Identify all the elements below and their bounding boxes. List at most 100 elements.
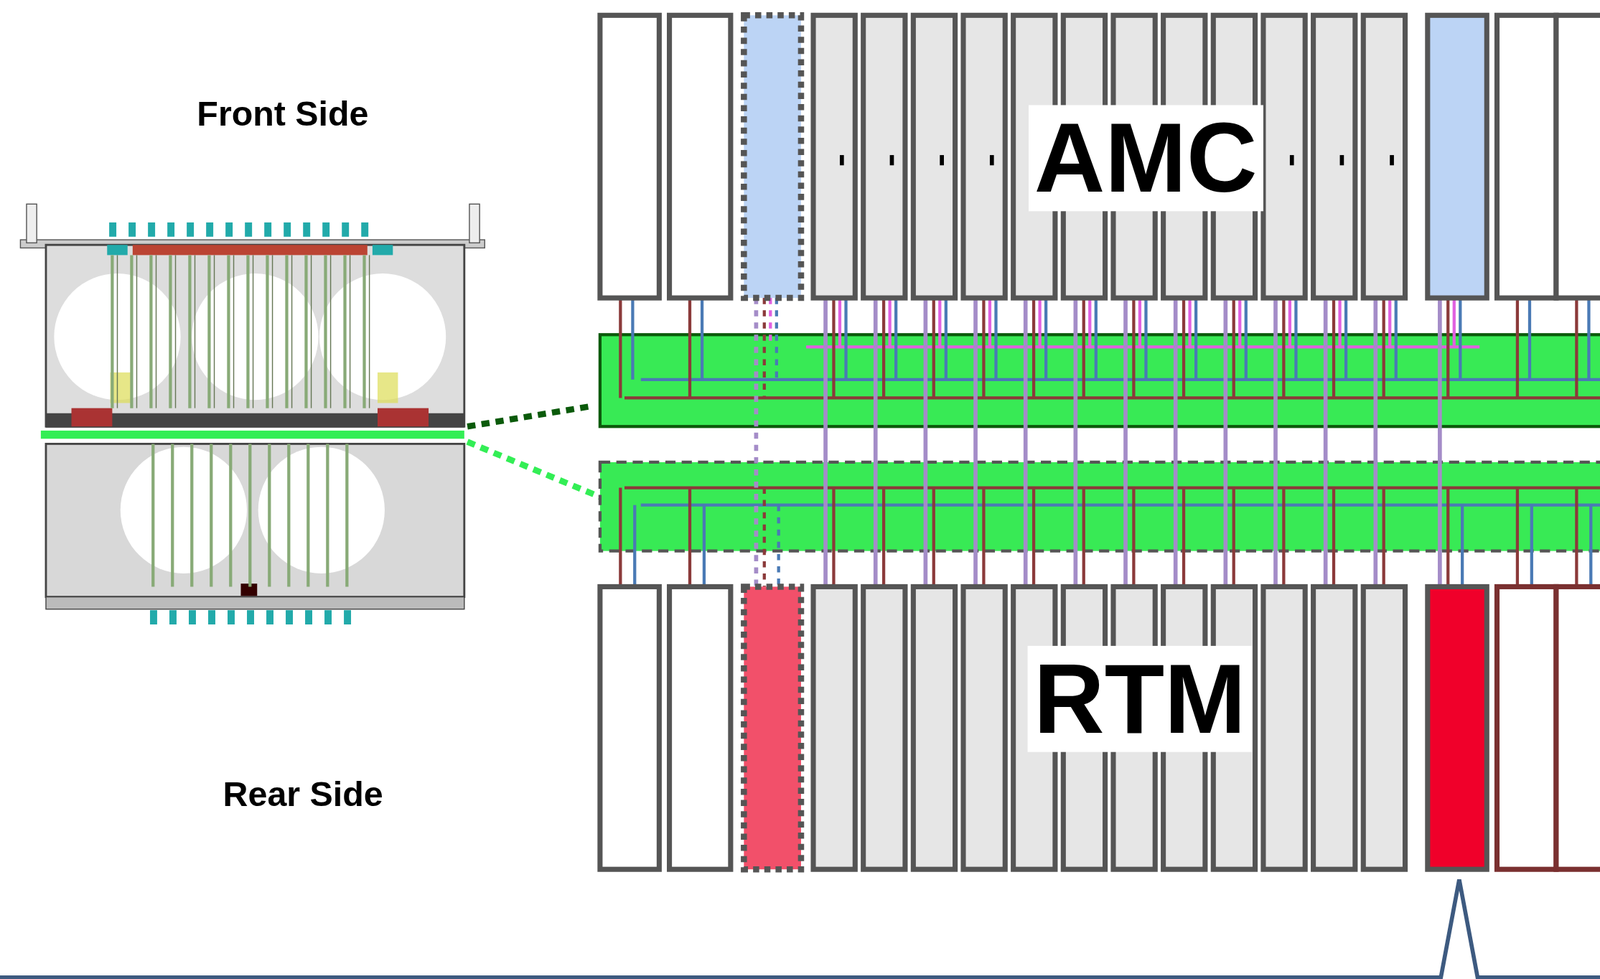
handle-mark — [989, 155, 995, 166]
stroke — [310, 254, 312, 408]
stroke — [754, 297, 759, 587]
stroke — [272, 254, 273, 408]
slot-group-label: RTM — [1027, 646, 1253, 753]
stroke — [823, 297, 828, 587]
handle-mark — [1340, 155, 1345, 166]
stroke — [291, 254, 293, 408]
stroke — [882, 297, 886, 398]
handle-mark — [890, 155, 895, 166]
stroke — [1082, 488, 1086, 588]
stroke — [702, 505, 706, 588]
stroke — [1173, 297, 1178, 587]
stroke — [284, 254, 288, 408]
stroke — [973, 297, 978, 587]
stroke — [155, 254, 157, 408]
stroke — [368, 254, 370, 408]
stroke — [768, 297, 772, 347]
connector — [341, 222, 349, 237]
rtm-slot — [669, 586, 731, 870]
stroke — [1373, 297, 1378, 587]
stroke — [233, 254, 235, 408]
connector — [188, 610, 196, 625]
stroke — [923, 297, 929, 587]
stroke — [246, 254, 250, 408]
stroke — [1094, 297, 1098, 380]
callout-line — [0, 879, 1600, 977]
stroke — [1516, 488, 1519, 588]
stroke — [129, 254, 133, 408]
connector — [186, 222, 194, 237]
stroke — [763, 297, 766, 398]
connector — [246, 610, 255, 625]
amc-slot — [863, 15, 906, 298]
stroke — [932, 488, 936, 588]
stroke — [1088, 297, 1092, 347]
connector — [208, 610, 216, 625]
stroke — [1516, 297, 1519, 398]
stroke — [618, 488, 622, 588]
stroke — [1323, 297, 1328, 587]
stroke — [633, 505, 636, 588]
connector — [343, 610, 352, 625]
rtm-slot — [863, 586, 906, 870]
rtm-slot — [813, 586, 855, 870]
stroke — [1589, 505, 1593, 588]
amc-slot — [1556, 15, 1600, 298]
stroke — [838, 297, 842, 347]
stroke — [362, 254, 366, 408]
stroke — [1032, 488, 1036, 588]
rear-backplane — [600, 462, 1600, 552]
stroke — [777, 505, 781, 588]
stroke — [136, 254, 138, 408]
stroke — [1530, 505, 1534, 588]
stroke — [994, 297, 998, 380]
stroke — [1452, 297, 1456, 347]
stroke — [873, 297, 878, 587]
amc-slot — [669, 15, 731, 298]
stroke — [806, 345, 1480, 349]
backplane — [600, 334, 1600, 427]
stroke — [1032, 297, 1036, 398]
amc-slot — [1313, 15, 1356, 298]
stroke — [1023, 297, 1028, 587]
stroke — [323, 254, 327, 408]
stroke — [265, 254, 269, 408]
rtm-slot — [1363, 586, 1405, 870]
stroke — [641, 378, 1600, 382]
stroke — [1288, 297, 1292, 347]
stroke — [110, 254, 114, 408]
stroke — [844, 297, 848, 380]
stroke — [688, 488, 692, 588]
stroke — [1528, 297, 1532, 380]
stroke — [1282, 297, 1285, 398]
stroke — [267, 443, 271, 587]
stroke — [209, 443, 213, 587]
zoom-leader — [467, 442, 601, 498]
connector — [167, 222, 175, 237]
connector — [206, 222, 214, 237]
stroke — [306, 443, 310, 587]
stroke — [944, 297, 948, 380]
stroke — [775, 297, 779, 380]
stroke — [1123, 297, 1128, 587]
stroke — [1182, 297, 1186, 398]
rtm-slot — [1496, 586, 1556, 870]
connector — [266, 610, 274, 625]
stroke — [1332, 297, 1336, 398]
stroke — [1131, 297, 1135, 398]
stroke — [1394, 297, 1398, 380]
zoom-leader — [467, 406, 592, 427]
connector — [169, 610, 177, 625]
connector — [302, 222, 311, 237]
stroke — [1232, 488, 1236, 588]
stroke — [1273, 297, 1278, 587]
stroke — [1382, 297, 1386, 398]
stroke — [1460, 505, 1464, 588]
rtm-slot — [1556, 586, 1600, 870]
rtm-slot — [963, 586, 1005, 870]
stroke — [938, 297, 942, 347]
slot-group-label: AMC — [1027, 104, 1264, 212]
connector — [324, 610, 332, 625]
stroke — [1223, 297, 1228, 587]
stroke — [1244, 297, 1248, 380]
